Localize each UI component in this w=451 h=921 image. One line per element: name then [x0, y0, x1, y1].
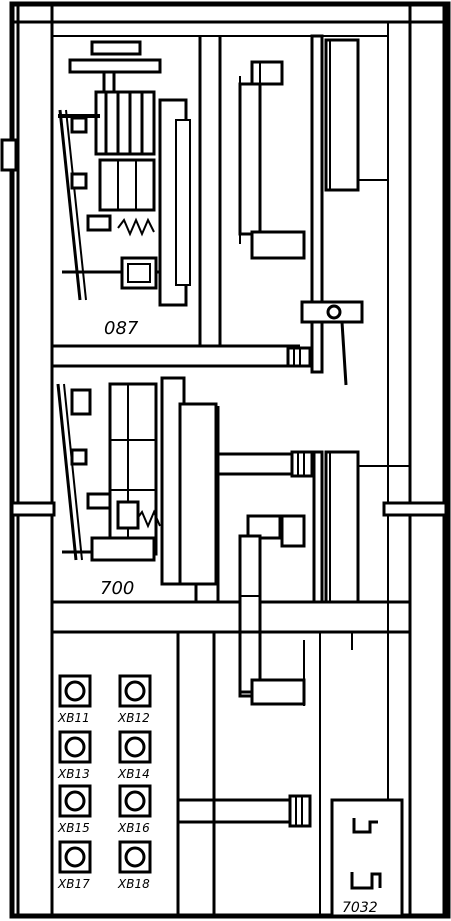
terminal-xb14[interactable]: XB14 [117, 730, 152, 781]
terminal-xb13[interactable]: XB13 [57, 730, 92, 781]
terminal-label: XB11 [57, 711, 90, 725]
terminal-label: XB15 [57, 821, 90, 835]
left-hinge [0, 138, 18, 172]
terminal-label: XB16 [117, 821, 150, 835]
lower-compartment: 7032 XB11 XB12 XB13 [57, 630, 404, 918]
middle-relay [56, 376, 218, 586]
cabinet-number-label: 7032 [342, 900, 378, 916]
terminal-grid: XB11 XB12 XB13 XB14 [57, 674, 152, 891]
middle-unit-label: 700 [100, 578, 134, 599]
terminal-xb16[interactable]: XB16 [117, 784, 152, 835]
terminal-label: XB13 [57, 767, 90, 781]
left-latch[interactable] [10, 501, 56, 517]
upper-insulator [238, 60, 306, 260]
lower-insulator [238, 630, 306, 706]
upper-unit-label: 087 [104, 318, 139, 339]
right-latch[interactable] [382, 501, 448, 517]
cabinet-nameplate: 7032 [330, 798, 404, 918]
terminal-label: XB17 [57, 877, 90, 891]
terminal-xb18[interactable]: XB18 [117, 840, 152, 891]
shelf-partitions [50, 344, 412, 634]
terminal-xb15[interactable]: XB15 [57, 784, 92, 835]
terminal-label: XB14 [117, 767, 150, 781]
terminal-xb11[interactable]: XB11 [57, 674, 92, 725]
middle-rail [312, 450, 410, 604]
terminal-xb12[interactable]: XB12 [117, 674, 152, 725]
terminal-label: XB18 [117, 877, 150, 891]
terminal-label: XB12 [117, 711, 150, 725]
upper-rail [286, 34, 388, 386]
upper-compartment: 087 [52, 34, 388, 386]
cabinet-frame [9, 1, 451, 919]
upper-relay [58, 90, 191, 307]
middle-compartment: 700 [56, 376, 410, 698]
terminal-xb17[interactable]: XB17 [57, 840, 92, 891]
